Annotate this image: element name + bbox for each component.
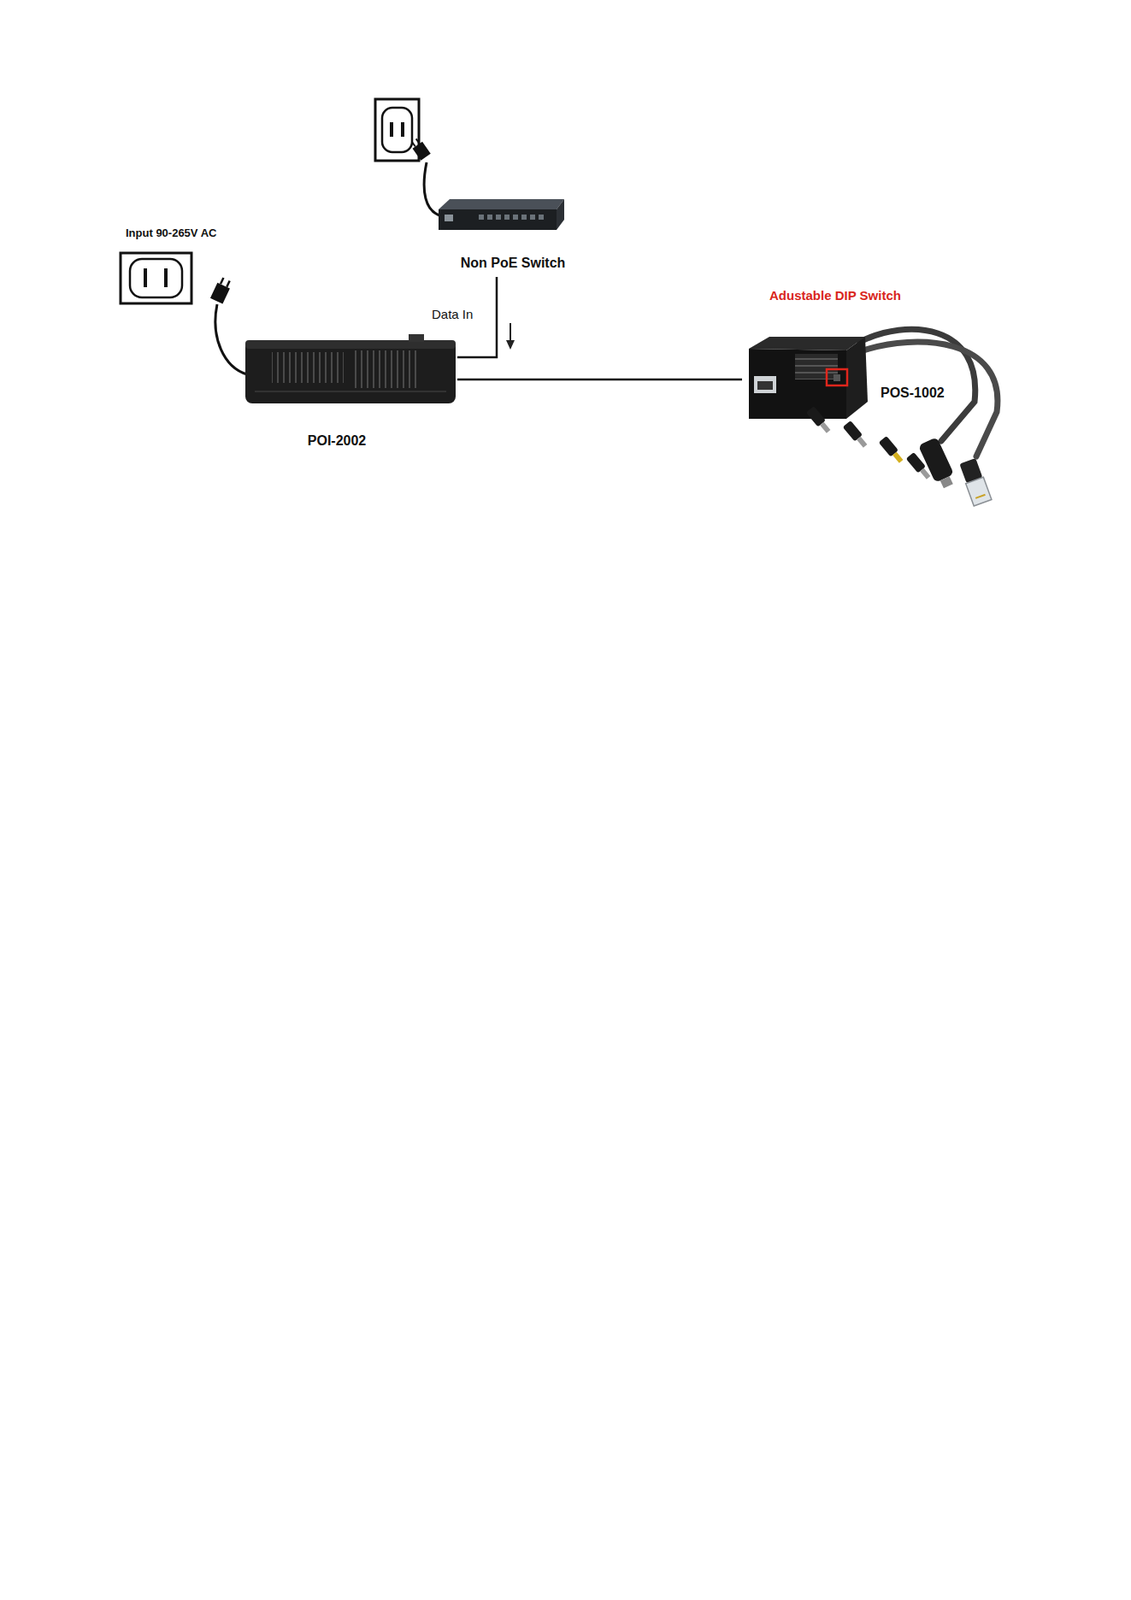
dc-jack xyxy=(918,436,958,491)
drawing-part xyxy=(754,376,777,394)
drawing-part xyxy=(408,334,425,342)
drawing-part xyxy=(975,494,985,499)
drawing-part xyxy=(226,280,230,287)
drawing-part xyxy=(919,468,931,480)
drawing-part xyxy=(412,141,431,161)
power-cord xyxy=(215,304,248,375)
power-plug xyxy=(210,276,233,304)
drawing-part xyxy=(966,477,992,507)
drawing-part xyxy=(556,199,565,230)
drawing-part xyxy=(846,336,868,419)
edge-label: Data In xyxy=(430,306,475,323)
drawing-part xyxy=(120,253,192,304)
drawing-part xyxy=(918,436,955,484)
drawing-part xyxy=(245,340,456,404)
drawing-part xyxy=(530,214,536,220)
drawing-part xyxy=(506,340,515,350)
drawing-part xyxy=(438,199,565,210)
drawing-part xyxy=(416,138,420,144)
device-node: POS-1002 xyxy=(742,333,973,423)
drawing-part xyxy=(940,476,954,489)
wall-outlet xyxy=(375,99,419,161)
drawing-part xyxy=(382,107,413,153)
drawing-part xyxy=(143,268,148,288)
drawing-part xyxy=(375,99,419,161)
drawing-part xyxy=(856,436,867,448)
drawing-part xyxy=(748,348,847,419)
drawing-part xyxy=(892,452,903,464)
dc-tip xyxy=(906,452,933,482)
drawing-part xyxy=(521,214,527,220)
drawing-part xyxy=(819,422,831,434)
dc-tip xyxy=(878,435,906,466)
drawing-part xyxy=(538,214,544,220)
drawing-part xyxy=(509,323,512,342)
drawing-part xyxy=(478,214,484,220)
drawing-part xyxy=(220,277,224,284)
drawing-part xyxy=(512,214,519,220)
rj45-plug xyxy=(958,458,991,507)
direction-arrow xyxy=(506,323,515,350)
drawing-part xyxy=(757,381,773,390)
drawing-part xyxy=(444,214,454,222)
injector-body xyxy=(245,334,456,404)
input-voltage-label: Input 90-265V AC xyxy=(125,225,217,242)
device-label: POS-1002 xyxy=(880,384,945,401)
splitter-cable xyxy=(863,341,998,457)
drawing-part xyxy=(504,214,510,220)
power-cord xyxy=(424,162,440,216)
drawing-part xyxy=(389,122,394,137)
switch-body xyxy=(438,199,565,230)
drawing-part xyxy=(495,214,501,220)
dc-tip xyxy=(806,406,833,436)
drawing-part xyxy=(271,352,344,383)
drawing-part xyxy=(833,374,841,382)
device-label: POI-2002 xyxy=(307,432,366,449)
drawing-part xyxy=(245,340,456,349)
drawing-part xyxy=(438,209,557,230)
drawing-part xyxy=(254,390,447,393)
drawing-part xyxy=(748,336,866,351)
drawing-part xyxy=(129,259,183,298)
device-node: POI-2002 xyxy=(241,336,458,457)
wall-outlet xyxy=(120,253,192,304)
drawing-part xyxy=(400,122,405,137)
power-plug xyxy=(409,136,431,161)
callout-label: Adustable DIP Switch xyxy=(769,288,902,304)
device-label: Non PoE Switch xyxy=(460,254,566,271)
cable-line xyxy=(457,378,743,382)
drawing-part xyxy=(164,268,168,288)
dc-tip xyxy=(842,420,870,450)
drawing-part xyxy=(826,369,848,386)
drawing-part xyxy=(412,141,416,148)
splitter-body xyxy=(748,336,868,419)
drawing-part xyxy=(795,353,838,380)
drawing-part xyxy=(352,350,421,389)
drawing-part xyxy=(487,214,493,220)
device-node: Non PoE Switch xyxy=(442,194,584,277)
